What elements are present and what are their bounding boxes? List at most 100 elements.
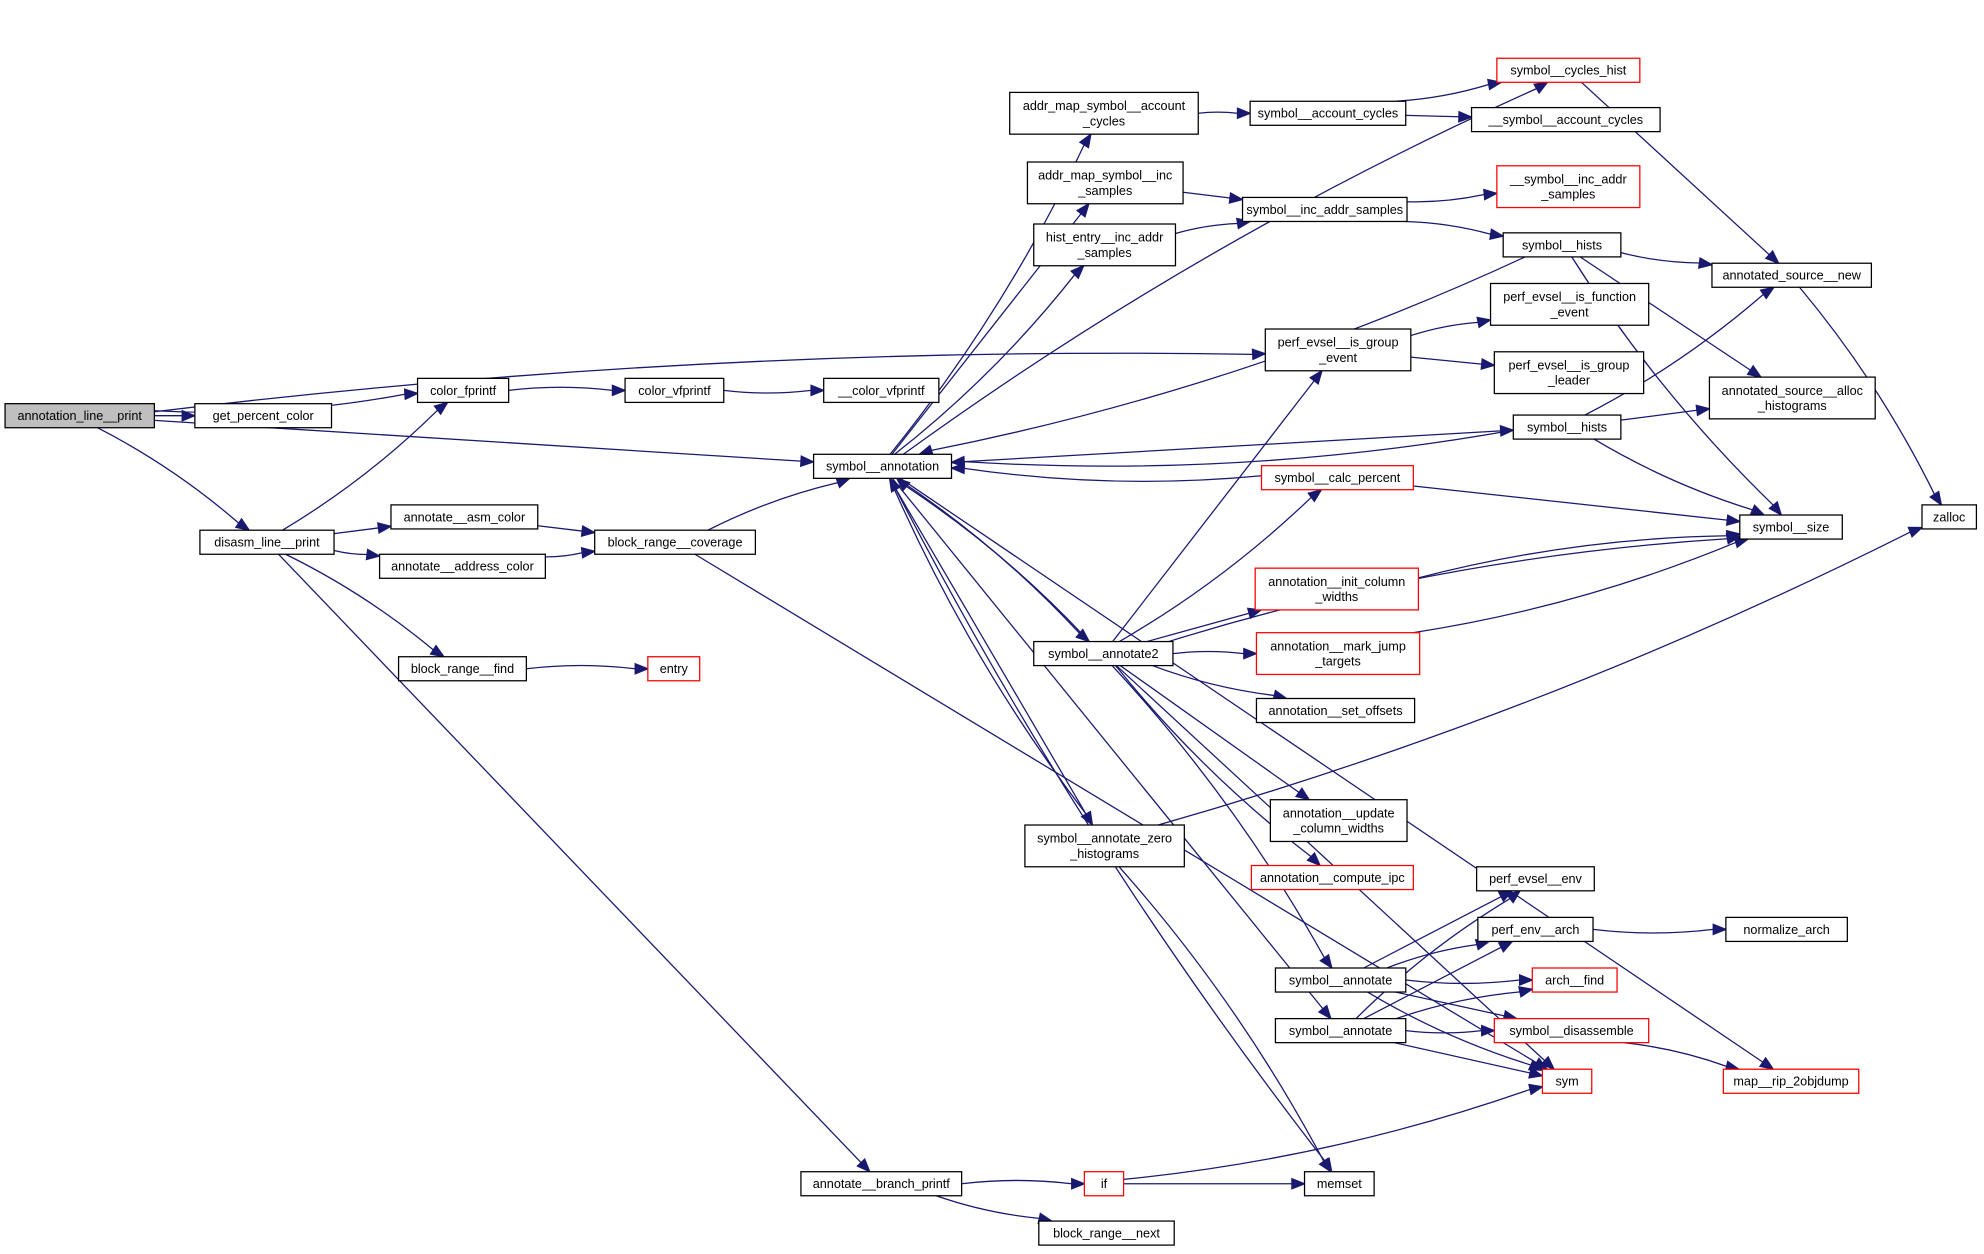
node-label: symbol__annotate_zero: [1037, 832, 1172, 846]
node-perf-evsel-is-group-event[interactable]: perf_evsel__is_group_event: [1264, 328, 1412, 372]
node-annotate-asm-color[interactable]: annotate__asm_color: [390, 504, 539, 530]
edge-annotate-address-color-to-block-range-coverage: [545, 546, 597, 559]
node-box: [1250, 864, 1414, 891]
node-perf-evsel-is-function-event[interactable]: perf_evsel__is_function_event: [1489, 282, 1650, 326]
node-symbol-account-cycles[interactable]: symbol__account_cycles: [1249, 100, 1407, 126]
node-box: [800, 1171, 963, 1197]
edge-annotation-line-print-to-perf-evsel-is-group-event: [154, 348, 1268, 413]
edge-line: [899, 477, 1764, 1063]
node-get-percent-color[interactable]: get_percent_color: [194, 403, 333, 429]
node-hist-entry-inc-addr-samples[interactable]: hist_entry__inc_addr_samples: [1033, 223, 1177, 267]
edge-line: [1405, 220, 1491, 235]
node-symbol-size[interactable]: symbol__size: [1739, 514, 1843, 540]
node-annotation-mark-jump-targets[interactable]: annotation__mark_jump_targets: [1255, 632, 1421, 676]
node-sym[interactable]: sym: [1541, 1068, 1593, 1094]
arrowhead-icon: [1758, 1056, 1775, 1071]
arrowhead-icon: [1749, 504, 1766, 516]
node-label: annotate__branch_printf: [813, 1177, 951, 1191]
node-annotated-source-new[interactable]: annotated_source__new: [1711, 262, 1873, 288]
node-symbol-hists-a[interactable]: symbol__hists: [1502, 232, 1622, 258]
node-entry[interactable]: entry: [647, 656, 701, 682]
edge-line: [1593, 438, 1753, 511]
node-symbol-annotate-b[interactable]: symbol__annotate: [1274, 1017, 1407, 1044]
node-box: [1739, 514, 1843, 540]
node-annotate-address-color[interactable]: annotate__address_color: [378, 553, 546, 579]
node-map-rip-2objdump[interactable]: map__rip_2objdump: [1722, 1068, 1860, 1094]
node-addr-map-symbol-inc-samples[interactable]: addr_map_symbol__inc_samples: [1026, 161, 1184, 205]
node-if[interactable]: if: [1083, 1171, 1125, 1197]
node-label: symbol__account_cycles: [1258, 107, 1399, 121]
arrowhead-icon: [429, 644, 446, 658]
edge-if-to-memset: [1123, 1177, 1307, 1190]
node-perf-evsel-env[interactable]: perf_evsel__env: [1475, 866, 1595, 892]
edge-addr-map-symbol-inc-samples-to-symbol-inc-addr-samples: [1182, 191, 1245, 204]
node-box: [1493, 1017, 1650, 1044]
edge-line: [1405, 979, 1520, 985]
node-symbol-annotation[interactable]: symbol__annotation: [812, 453, 953, 479]
node-box: [1496, 165, 1641, 209]
arrowhead-icon: [1764, 249, 1780, 265]
node-box: [1249, 100, 1407, 126]
node-block-range-next[interactable]: block_range__next: [1038, 1220, 1175, 1246]
node-annotate-branch-printf[interactable]: annotate__branch_printf: [800, 1171, 963, 1197]
node-arch-find[interactable]: arch__find: [1531, 967, 1618, 993]
node-block-range-coverage[interactable]: block_range__coverage: [594, 529, 757, 555]
node-label: perf_evsel__env: [1489, 872, 1582, 886]
node-symbol-calc-percent[interactable]: symbol__calc_percent: [1260, 465, 1414, 491]
node-symbol-hists-b[interactable]: symbol__hists: [1512, 414, 1622, 440]
edge-line: [1146, 612, 1250, 643]
node-perf-env-arch[interactable]: perf_env__arch: [1477, 916, 1594, 943]
edge-line: [1158, 531, 1911, 826]
edge-line: [1581, 81, 1770, 256]
node-addr-map-symbol-account-cycles[interactable]: addr_map_symbol__account_cycles: [1009, 91, 1199, 135]
node-normalize-arch[interactable]: normalize_arch: [1725, 916, 1848, 943]
node-annotation-line-print[interactable]: annotation_line__print: [4, 403, 155, 429]
edge-disasm-line-print-to-annotate-address-color: [333, 548, 382, 561]
node-block-range-find[interactable]: block_range__find: [397, 656, 527, 682]
node-label: get_percent_color: [213, 409, 314, 423]
edge-line: [1112, 380, 1315, 642]
node-symbol-inc-addr-samples[interactable]: symbol__inc_addr_samples: [1241, 196, 1408, 223]
node-disasm-line-print[interactable]: disasm_line__print: [199, 529, 335, 555]
arrowhead-icon: [1070, 264, 1085, 280]
arrowhead-icon: [1480, 358, 1497, 370]
node-box: [1264, 328, 1412, 372]
node-annotation-update-column-widths[interactable]: annotation__update_column_widths: [1269, 799, 1408, 843]
node-color-fprintf[interactable]: color_fprintf: [416, 377, 510, 404]
node-annotation-init-column-widths[interactable]: annotation__init_column_widths: [1254, 567, 1420, 611]
node-symbol-account-cycles[interactable]: __symbol__account_cycles: [1470, 106, 1661, 133]
node-zalloc[interactable]: zalloc: [1921, 504, 1978, 530]
node-symbol-annotate-a[interactable]: symbol__annotate: [1274, 967, 1407, 993]
arrowhead-icon: [1317, 1004, 1332, 1020]
edge-line: [891, 477, 1324, 1010]
node-annotation-compute-ipc[interactable]: annotation__compute_ipc: [1250, 864, 1414, 891]
node-annotation-set-offsets[interactable]: annotation__set_offsets: [1255, 697, 1416, 724]
node-symbol-disassemble[interactable]: symbol__disassemble: [1493, 1017, 1650, 1044]
edge-line: [1172, 650, 1244, 655]
node-perf-evsel-is-group-leader[interactable]: perf_evsel__is_group_leader: [1493, 351, 1645, 395]
node-label: symbol__inc_addr_samples: [1246, 203, 1403, 217]
edge-line: [931, 256, 1526, 451]
node-symbol-cycles-hist[interactable]: symbol__cycles_hist: [1496, 57, 1641, 83]
arrowhead-icon: [1291, 1177, 1307, 1190]
node-label: arch__find: [1545, 973, 1604, 987]
edge-symbol-annotate-zero-histograms-to-zalloc: [1158, 526, 1924, 826]
node-symbol-annotate-zero-histograms[interactable]: symbol__annotate_zero_histograms: [1024, 824, 1185, 868]
node-color-vfprintf[interactable]: __color_vfprintf: [823, 377, 940, 404]
node-color-vfprintf[interactable]: color_vfprintf: [624, 377, 725, 404]
node-memset[interactable]: memset: [1303, 1171, 1375, 1197]
edge-line: [707, 482, 838, 531]
edge-symbol-inc-addr-samples-to-symbol-inc-addr-samples: [1407, 188, 1499, 203]
edge-symbol-annotate2-to-symbol-calc-percent: [1119, 488, 1323, 643]
node-symbol-inc-addr-samples[interactable]: __symbol__inc_addr_samples: [1496, 165, 1641, 209]
node-symbol-annotate2[interactable]: symbol__annotate2: [1033, 640, 1174, 667]
arrowhead-icon: [1768, 500, 1783, 517]
edge-line: [951, 430, 1501, 463]
node-box: [823, 377, 940, 404]
node-label: color_vfprintf: [638, 384, 711, 398]
node-annotated-source-alloc-histograms[interactable]: annotated_source__alloc_histograms: [1708, 376, 1876, 420]
edge-disasm-line-print-to-color-fprintf: [282, 401, 449, 531]
node-box: [1470, 106, 1661, 133]
arrowhead-icon: [1907, 526, 1924, 538]
